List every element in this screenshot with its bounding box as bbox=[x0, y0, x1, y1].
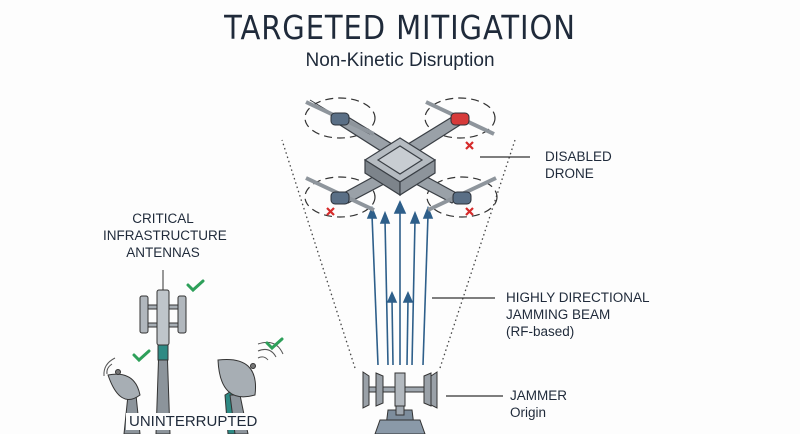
jammer-label: JAMMER Origin bbox=[510, 387, 567, 421]
drone-label-line: DISABLED bbox=[545, 149, 612, 164]
infrastructure-label-line: CRITICAL bbox=[132, 211, 194, 226]
status-label: UNINTERRUPTED bbox=[126, 413, 261, 430]
beam-label: HIGHLY DIRECTIONAL JAMMING BEAM (RF-base… bbox=[506, 289, 650, 340]
damaged-rotor bbox=[450, 112, 470, 126]
infrastructure-label-line: INFRASTRUCTURE bbox=[103, 228, 227, 243]
x-mark-icons bbox=[326, 141, 474, 216]
drone-label-line: DRONE bbox=[545, 166, 594, 181]
jammer-label-line: Origin bbox=[510, 405, 547, 420]
infrastructure-label-line: ANTENNAS bbox=[126, 245, 200, 260]
disabled-drone bbox=[304, 97, 498, 218]
jamming-beam-arrows bbox=[366, 200, 434, 366]
jammer-device bbox=[362, 371, 438, 434]
page-subtitle: Non-Kinetic Disruption bbox=[305, 50, 495, 71]
cell-tower bbox=[139, 270, 187, 434]
beam-label-line: JAMMING BEAM bbox=[506, 307, 611, 322]
checkmark-icons bbox=[132, 279, 284, 363]
beam-label-line: HIGHLY DIRECTIONAL bbox=[506, 290, 650, 305]
page-title: TARGETED MITIGATION bbox=[224, 8, 576, 47]
leader-lines bbox=[432, 156, 530, 397]
infrastructure-label: CRITICAL INFRASTRUCTURE ANTENNAS bbox=[103, 210, 227, 261]
beam-label-line: (RF-based) bbox=[506, 324, 575, 339]
drone-label: DISABLED DRONE bbox=[545, 148, 612, 182]
jammer-label-line: JAMMER bbox=[510, 388, 567, 403]
